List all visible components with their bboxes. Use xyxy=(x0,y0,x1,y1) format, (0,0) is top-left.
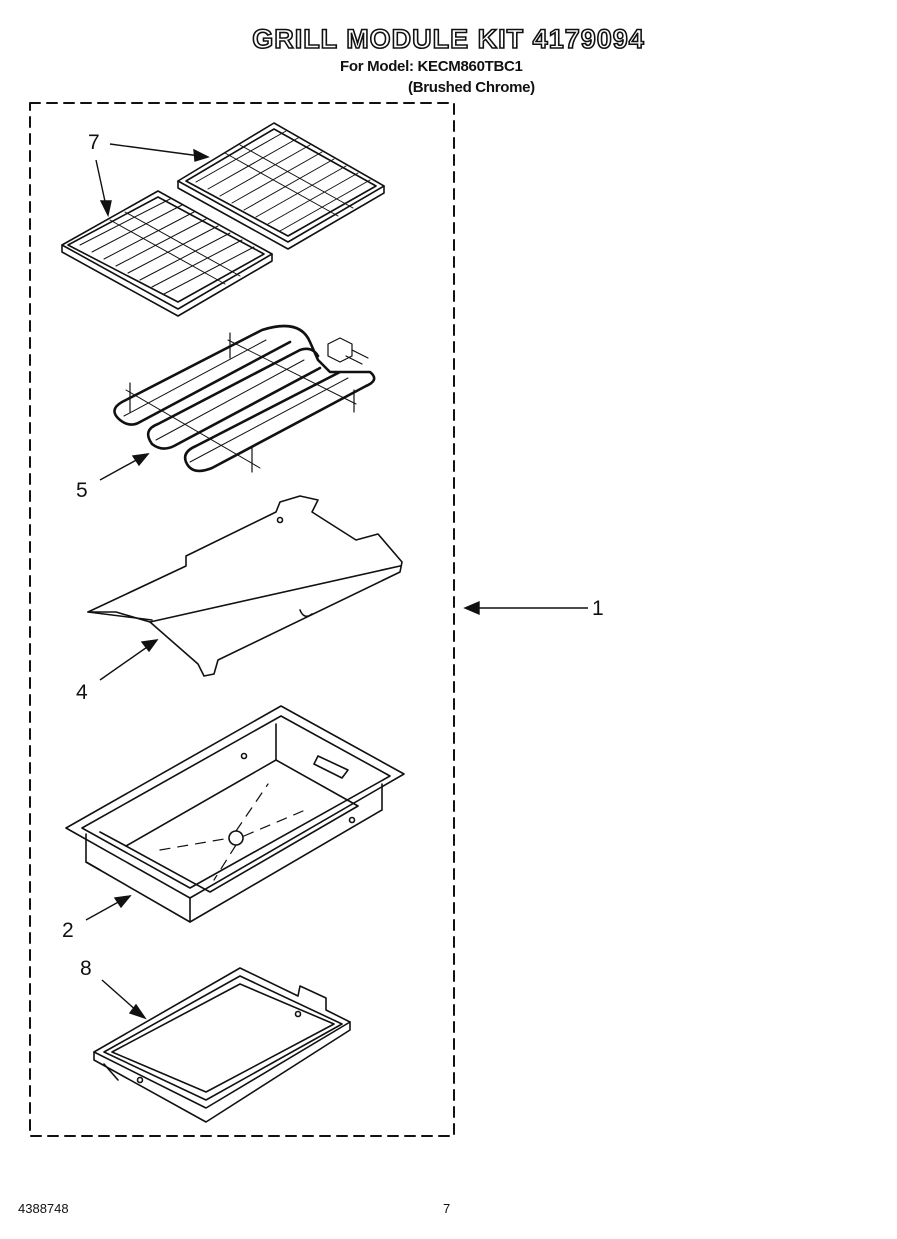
document-number: 4388748 xyxy=(18,1201,69,1216)
drip-pan xyxy=(93,967,351,1123)
callout-8: 8 xyxy=(80,957,92,980)
grill-grate-right xyxy=(177,122,385,250)
callout-7: 7 xyxy=(88,131,100,154)
callout-1: 1 xyxy=(592,597,604,620)
callout-2: 2 xyxy=(62,919,74,942)
callout-5: 5 xyxy=(76,479,88,502)
reflector xyxy=(87,495,403,677)
grill-grate-left xyxy=(61,190,273,317)
callout-4: 4 xyxy=(76,681,88,704)
kit-boundary xyxy=(29,102,455,1137)
model-line: For Model: KECM860TBC1 xyxy=(340,58,523,75)
diagram-title: GRILL MODULE KIT 4179094 xyxy=(251,23,645,55)
page-number: 7 xyxy=(443,1201,451,1216)
heating-element xyxy=(113,324,376,473)
grill-pan xyxy=(65,705,405,923)
finish-line: (Brushed Chrome) xyxy=(408,79,535,96)
